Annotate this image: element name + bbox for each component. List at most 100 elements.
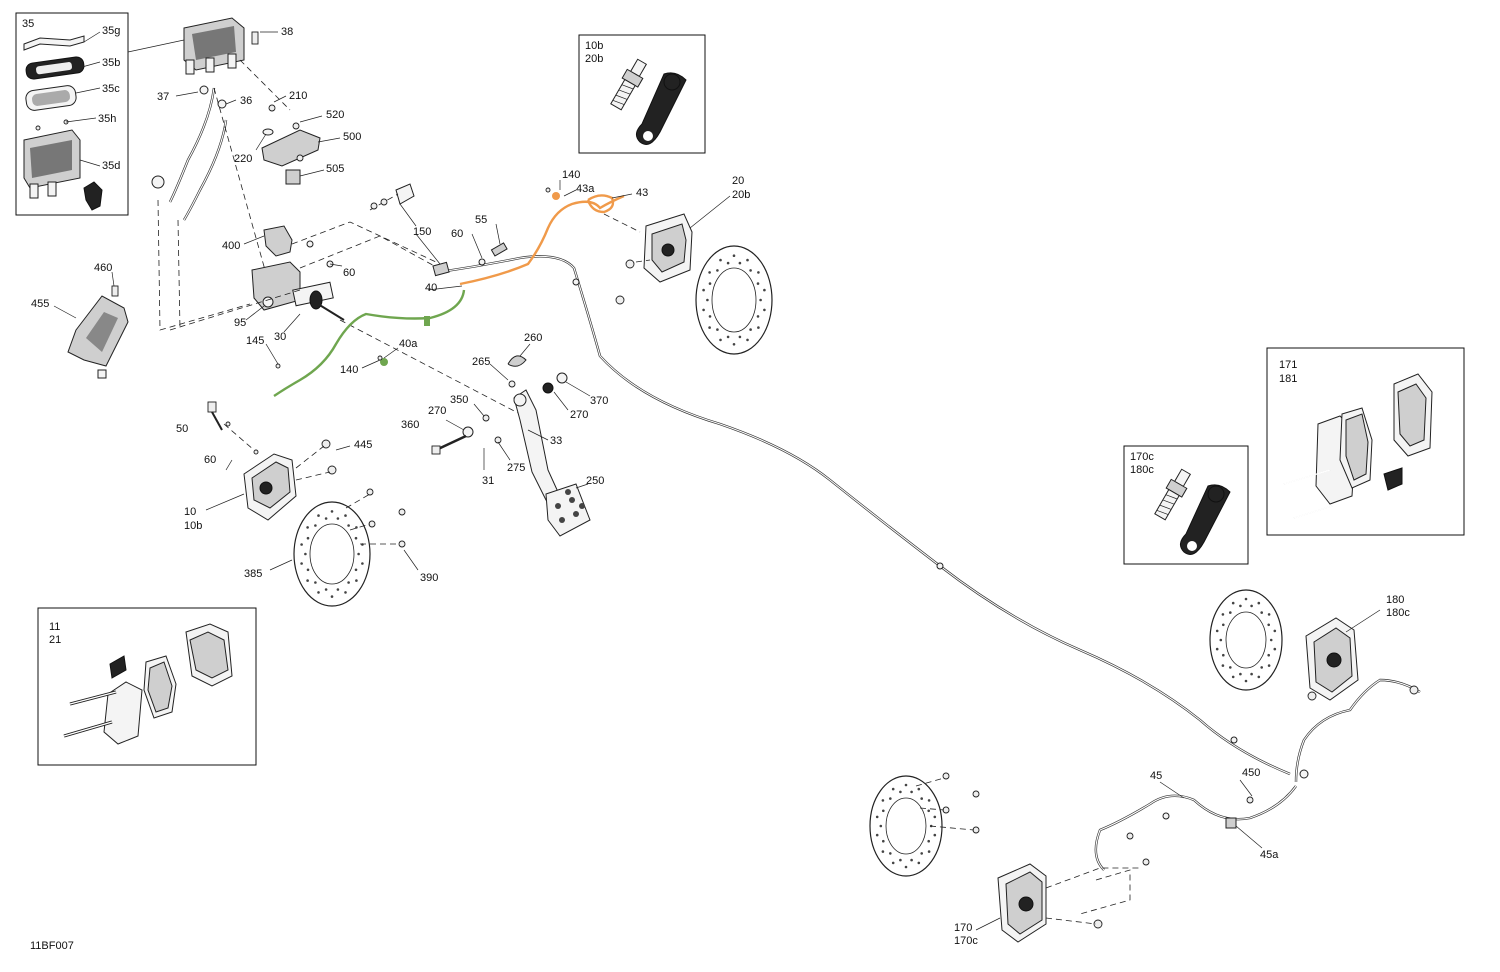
disc-hole xyxy=(927,799,931,802)
label-37: 37 xyxy=(157,91,169,103)
disc-hole xyxy=(763,288,766,292)
label-30: 30 xyxy=(274,331,286,343)
disc-hole xyxy=(1229,666,1232,669)
disc-hole xyxy=(708,282,712,285)
disc-hole xyxy=(355,579,358,582)
label-370: 370 xyxy=(590,395,608,407)
disc-hole xyxy=(706,298,709,302)
disc-hole xyxy=(756,315,760,318)
label-45a: 45a xyxy=(1260,849,1279,861)
disc-hole xyxy=(1244,679,1248,683)
label-220: 220 xyxy=(234,153,252,165)
disc-hole xyxy=(889,797,892,800)
disc-hole xyxy=(749,328,752,331)
disc-rear-left xyxy=(869,772,980,877)
disc-hole xyxy=(330,510,334,513)
disc-hole xyxy=(354,568,358,572)
disc-hole xyxy=(889,852,892,855)
disc-rear-right xyxy=(1209,589,1283,691)
disc-hole xyxy=(344,591,347,594)
disc-front-right xyxy=(695,245,773,355)
disc-hole xyxy=(716,269,719,272)
label-36: 36 xyxy=(240,95,252,107)
label-170c: 170c xyxy=(954,935,978,947)
disc-hole xyxy=(719,258,722,262)
disc-hole xyxy=(306,579,309,582)
disc-hole xyxy=(1221,613,1225,616)
disc-hole xyxy=(708,271,711,274)
disc-hole xyxy=(757,271,760,274)
label-33: 33 xyxy=(550,435,562,447)
disc-hole xyxy=(1221,664,1225,667)
label-450: 450 xyxy=(1242,767,1260,779)
disc-hole xyxy=(347,524,350,527)
label-40a: 40a xyxy=(399,338,418,350)
box-label-10b: 10b xyxy=(585,40,603,52)
label-385: 385 xyxy=(244,568,262,580)
label-43: 43 xyxy=(636,187,648,199)
master-cylinder-assembly xyxy=(127,17,521,415)
label-140-top: 140 xyxy=(562,169,580,181)
disc-hole xyxy=(314,524,317,527)
label-38: 38 xyxy=(281,26,293,38)
disc-hole xyxy=(726,261,730,265)
disc-hole xyxy=(347,581,350,584)
disc-hole xyxy=(738,335,742,339)
disc-hole xyxy=(904,783,908,787)
label-60-c: 60 xyxy=(204,454,216,466)
rear-bleeder-box: 170c 180c xyxy=(1123,445,1249,565)
disc-hole xyxy=(1260,611,1263,614)
disc-hole xyxy=(1215,647,1219,651)
disc-hole xyxy=(317,514,320,517)
label-170: 170 xyxy=(954,922,972,934)
disc-hole xyxy=(702,288,705,292)
disc-hole xyxy=(361,562,364,565)
disc-hole xyxy=(917,787,921,791)
disc-hole xyxy=(1267,613,1271,616)
disc-hole xyxy=(1231,601,1235,605)
disc-hole xyxy=(875,833,879,837)
front-bleeder-box: 10b 20b xyxy=(578,34,706,154)
diagram-code: 11BF007 xyxy=(30,940,74,952)
disc-hole xyxy=(355,526,358,529)
box-label-180c: 180c xyxy=(1130,464,1154,476)
label-20b: 20b xyxy=(732,189,750,201)
disc-hole xyxy=(716,328,719,331)
label-455: 455 xyxy=(31,298,49,310)
disc-hole xyxy=(899,858,902,862)
box-label-170c: 170c xyxy=(1130,451,1154,463)
disc-hole xyxy=(324,588,328,591)
caliper-170 xyxy=(975,832,1150,943)
disc-hole xyxy=(882,809,885,813)
disc-front-left xyxy=(269,488,419,607)
label-45: 45 xyxy=(1150,770,1162,782)
disc-hole xyxy=(300,543,303,546)
disc-hole xyxy=(756,282,760,285)
disc-hole xyxy=(324,517,328,520)
label-150: 150 xyxy=(413,226,431,238)
label-400: 400 xyxy=(222,240,240,252)
label-210: 210 xyxy=(289,90,307,102)
disc-hole xyxy=(304,552,307,556)
guard-455 xyxy=(53,271,129,379)
disc-hole xyxy=(882,839,885,843)
label-43a: 43a xyxy=(576,183,595,195)
label-270-right: 270 xyxy=(570,409,588,421)
disc-hole xyxy=(1250,672,1253,676)
label-50: 50 xyxy=(176,423,188,435)
label-260: 260 xyxy=(524,332,542,344)
box-label-35: 35 xyxy=(22,18,34,30)
disc-hole xyxy=(306,568,310,572)
box-label-20b: 20b xyxy=(585,53,603,65)
disc-hole xyxy=(1231,675,1235,679)
disc-hole xyxy=(1273,629,1277,633)
disc-hole xyxy=(757,326,760,329)
label-460: 460 xyxy=(94,262,112,274)
caliper-20 xyxy=(603,195,731,305)
disc-hole xyxy=(933,815,937,819)
disc-hole xyxy=(879,824,883,828)
disc-hole xyxy=(719,338,722,342)
disc-hole xyxy=(763,308,766,312)
disc-hole xyxy=(1215,629,1219,633)
disc-hole xyxy=(1257,601,1261,605)
